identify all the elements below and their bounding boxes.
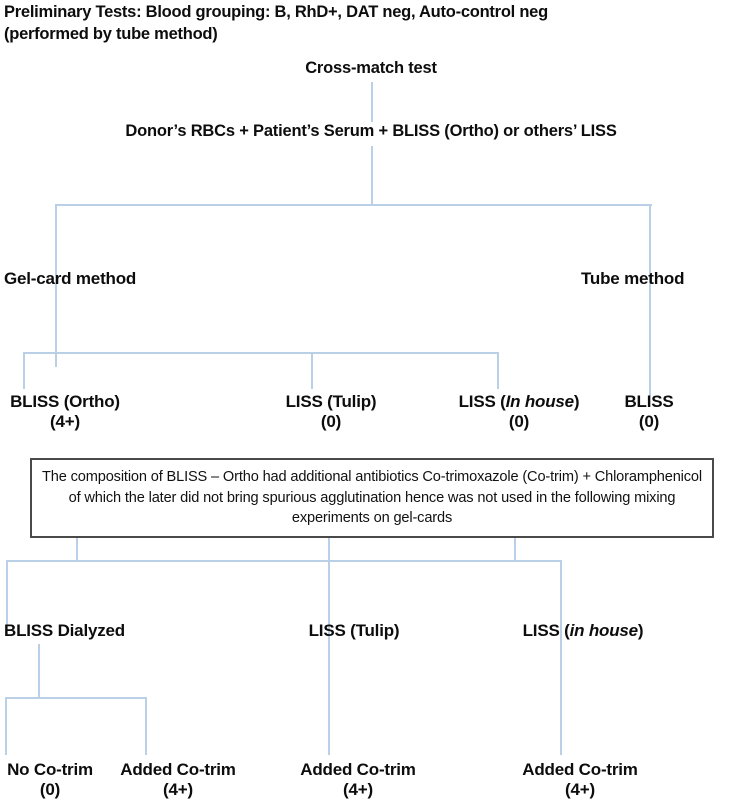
connector-notebox-stub-3	[514, 538, 516, 561]
connector-mix-branch-3	[560, 560, 562, 680]
connector-added-cotrim-2	[328, 644, 330, 755]
node-liss-tulip-mix: LISS (Tulip)	[309, 621, 400, 641]
node-outcome-added-cotrim-1: Added Co-trim (4+)	[120, 760, 236, 800]
outcome-1-label: No Co-trim	[7, 760, 93, 779]
connector-added-cotrim-1	[145, 697, 147, 755]
liss-inhouse-mix-post: )	[637, 621, 644, 640]
outcome-3-value: (4+)	[343, 780, 373, 800]
connector-mix-branch-2	[328, 560, 330, 680]
header-line-2: (performed by tube method)	[4, 24, 218, 43]
connector-bliss-dialyzed-stem	[38, 644, 40, 698]
gel-result-1-label: BLISS (Ortho)	[10, 392, 120, 411]
node-reagents: Donor’s RBCs + Patient’s Serum + BLISS (…	[125, 122, 616, 141]
connector-no-cotrim	[5, 697, 7, 755]
node-cross-match-test: Cross-match test	[305, 59, 437, 78]
node-gel-card-method: Gel-card method	[4, 269, 136, 289]
gel-result-2-value: (0)	[320, 412, 342, 432]
node-tube-method: Tube method	[581, 269, 684, 289]
node-outcome-added-cotrim-3: Added Co-trim (4+)	[522, 760, 638, 800]
connector-notebox-stub-2	[328, 538, 330, 561]
node-outcome-added-cotrim-2: Added Co-trim (4+)	[300, 760, 416, 800]
connector-crossmatch-to-reagents	[371, 82, 373, 122]
outcome-2-value: (4+)	[163, 780, 193, 800]
node-outcome-no-cotrim: No Co-trim (0)	[7, 760, 93, 800]
bliss-dialyzed-label: BLISS Dialyzed	[4, 621, 125, 640]
outcome-1-value: (0)	[39, 780, 61, 800]
connector-added-cotrim-3	[560, 644, 562, 755]
connector-gel-branch-1	[23, 352, 25, 389]
outcome-4-value: (4+)	[565, 780, 595, 800]
gel-result-3-label-italic: In house	[505, 392, 574, 411]
composition-note-text: The composition of BLISS – Ortho had add…	[42, 468, 702, 527]
connector-notebox-stub-1	[76, 538, 78, 561]
outcome-2-label: Added Co-trim	[120, 760, 236, 779]
tube-method-label: Tube method	[581, 269, 685, 288]
composition-note-box: The composition of BLISS – Ortho had add…	[30, 458, 714, 538]
node-gel-result-liss-inhouse: LISS (In house) (0)	[459, 392, 580, 432]
connector-reagents-down	[371, 146, 373, 205]
connector-main-split-bar	[55, 204, 652, 206]
cross-match-label: Cross-match test	[305, 59, 437, 77]
tube-result-label: BLISS	[624, 392, 674, 411]
gel-result-3-label-post: )	[573, 392, 580, 411]
outcome-3-label: Added Co-trim	[300, 760, 416, 779]
connector-to-tube-method	[649, 204, 651, 396]
reagents-label: Donor’s RBCs + Patient’s Serum + BLISS (…	[125, 122, 617, 140]
outcome-4-label: Added Co-trim	[522, 760, 638, 779]
liss-inhouse-mix-pre: LISS (	[522, 621, 570, 640]
node-bliss-dialyzed: BLISS Dialyzed	[4, 621, 125, 641]
tube-result-value: (0)	[638, 412, 660, 432]
node-gel-result-bliss-ortho: BLISS (Ortho) (4+)	[10, 392, 120, 432]
node-gel-result-liss-tulip: LISS (Tulip) (0)	[286, 392, 377, 432]
gel-result-3-label-pre: LISS (	[458, 392, 506, 411]
liss-tulip-mix-label: LISS (Tulip)	[308, 621, 400, 640]
connector-to-gel-card	[55, 204, 57, 367]
connector-gel-split-bar	[23, 352, 498, 354]
node-liss-inhouse-mix: LISS (in house)	[523, 621, 644, 641]
connector-bliss-dialyzed-bar	[5, 697, 146, 699]
connector-mixing-split-bar	[6, 560, 561, 562]
gel-result-2-label: LISS (Tulip)	[285, 392, 377, 411]
preliminary-tests-header: Preliminary Tests: Blood grouping: B, Rh…	[4, 2, 704, 46]
connector-gel-branch-2	[311, 352, 313, 389]
gel-card-method-label: Gel-card method	[4, 269, 137, 288]
connector-gel-branch-3	[497, 352, 499, 389]
gel-result-1-value: (4+)	[50, 412, 80, 432]
connector-mix-branch-1	[6, 560, 8, 625]
node-tube-result-bliss: BLISS (0)	[624, 392, 673, 432]
gel-result-3-value: (0)	[508, 412, 530, 432]
liss-inhouse-mix-italic: in house	[569, 621, 638, 640]
header-line-1: Preliminary Tests: Blood grouping: B, Rh…	[4, 3, 548, 21]
